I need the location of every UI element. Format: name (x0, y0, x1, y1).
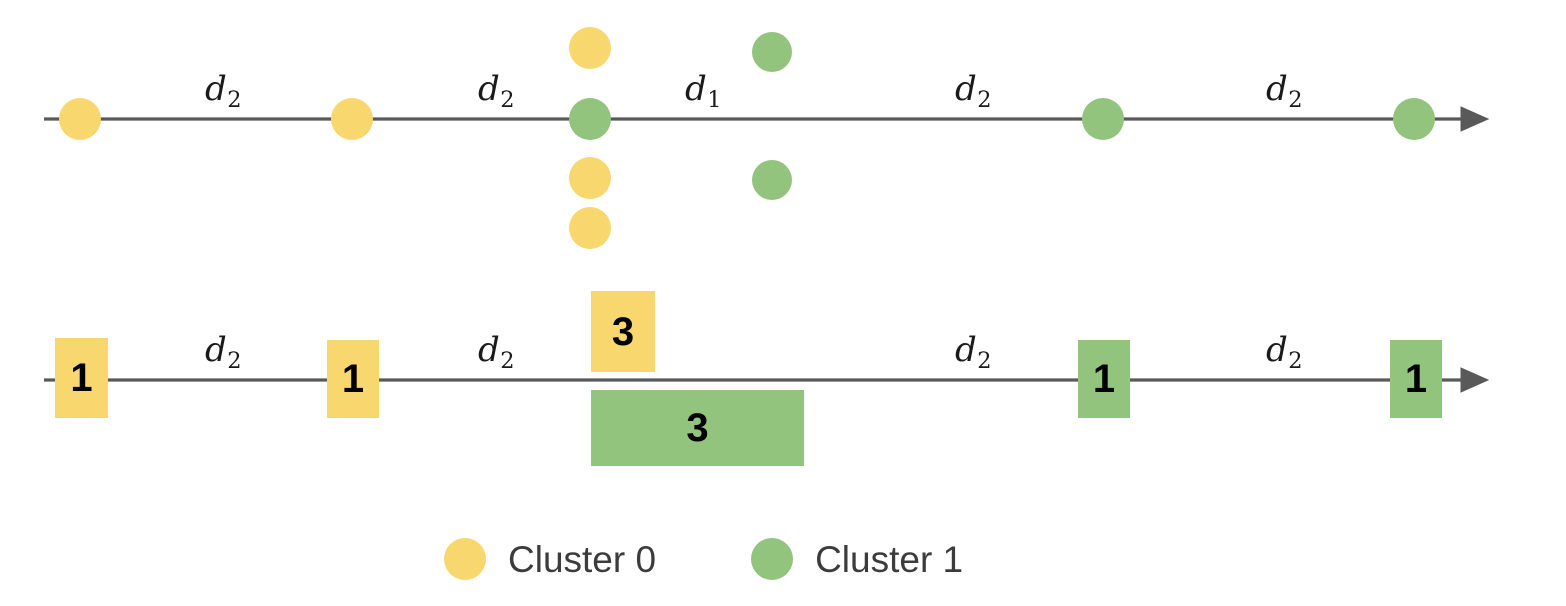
count-box-cluster-1: 1 (1390, 340, 1442, 418)
count-box-label: 3 (611, 309, 635, 354)
distance-label-subscript: 2 (227, 86, 242, 113)
data-point-cluster-0 (569, 157, 611, 199)
count-box-label: 1 (70, 356, 93, 400)
distance-label-subscript: 2 (227, 347, 242, 374)
distance-label-bottom-axis: d2 (1266, 330, 1302, 372)
distance-label-subscript: 2 (500, 86, 515, 113)
count-box-label: 1 (341, 357, 365, 401)
count-box-cluster-0: 1 (327, 340, 379, 418)
distance-label-subscript: 2 (1288, 347, 1303, 374)
distance-label-bottom-axis: d2 (205, 330, 241, 372)
distance-label-base: d (955, 330, 977, 370)
distance-label-base: d (205, 330, 227, 370)
data-point-cluster-1 (752, 32, 792, 72)
data-point-cluster-0 (569, 27, 611, 69)
distance-label-subscript: 2 (1288, 86, 1303, 113)
distance-label-top-axis: d1 (685, 69, 721, 111)
distance-label-top-axis: d2 (955, 69, 991, 111)
distance-label-subscript: 2 (977, 347, 992, 374)
distance-label-base: d (955, 69, 977, 109)
count-box-cluster-1: 1 (1078, 340, 1130, 418)
count-box-label: 1 (1404, 357, 1428, 401)
distance-label-top-axis: d2 (478, 69, 514, 111)
data-point-cluster-1 (1393, 98, 1435, 140)
distance-label-bottom-axis: d2 (478, 330, 514, 372)
legend-swatch-cluster-1 (751, 538, 794, 580)
count-box-label: 1 (1092, 357, 1116, 401)
distance-label-base: d (478, 69, 500, 109)
distance-label-subscript: 2 (977, 86, 992, 113)
data-point-cluster-0 (59, 98, 101, 140)
count-box-label: 3 (686, 406, 709, 450)
distance-label-subscript: 1 (707, 86, 722, 113)
legend-swatch-cluster-0 (444, 538, 486, 580)
distance-label-subscript: 2 (500, 347, 515, 374)
distance-label-base: d (1266, 330, 1288, 370)
legend-label-cluster-0: Cluster 0 (508, 538, 657, 580)
distance-label-base: d (205, 69, 227, 109)
distance-label-top-axis: d2 (205, 69, 241, 111)
distance-label-top-axis: d2 (1266, 69, 1302, 111)
data-point-cluster-0 (331, 98, 373, 140)
count-box-cluster-0: 3 (591, 291, 655, 372)
data-point-cluster-1 (752, 160, 792, 200)
distance-label-base: d (478, 330, 500, 370)
distance-label-base: d (685, 69, 707, 109)
legend-entry-cluster-0: Cluster 0 (444, 538, 656, 580)
data-point-cluster-1 (569, 98, 611, 140)
data-point-cluster-0 (569, 207, 611, 249)
legend: Cluster 0 Cluster 1 (444, 538, 963, 580)
count-box-cluster-1: 3 (591, 390, 804, 466)
legend-entry-cluster-1: Cluster 1 (751, 538, 963, 580)
distance-label-base: d (1266, 69, 1288, 109)
distance-label-bottom-axis: d2 (955, 330, 991, 372)
data-point-cluster-1 (1082, 98, 1124, 140)
count-box-cluster-0: 1 (55, 338, 108, 418)
legend-label-cluster-1: Cluster 1 (815, 538, 964, 580)
